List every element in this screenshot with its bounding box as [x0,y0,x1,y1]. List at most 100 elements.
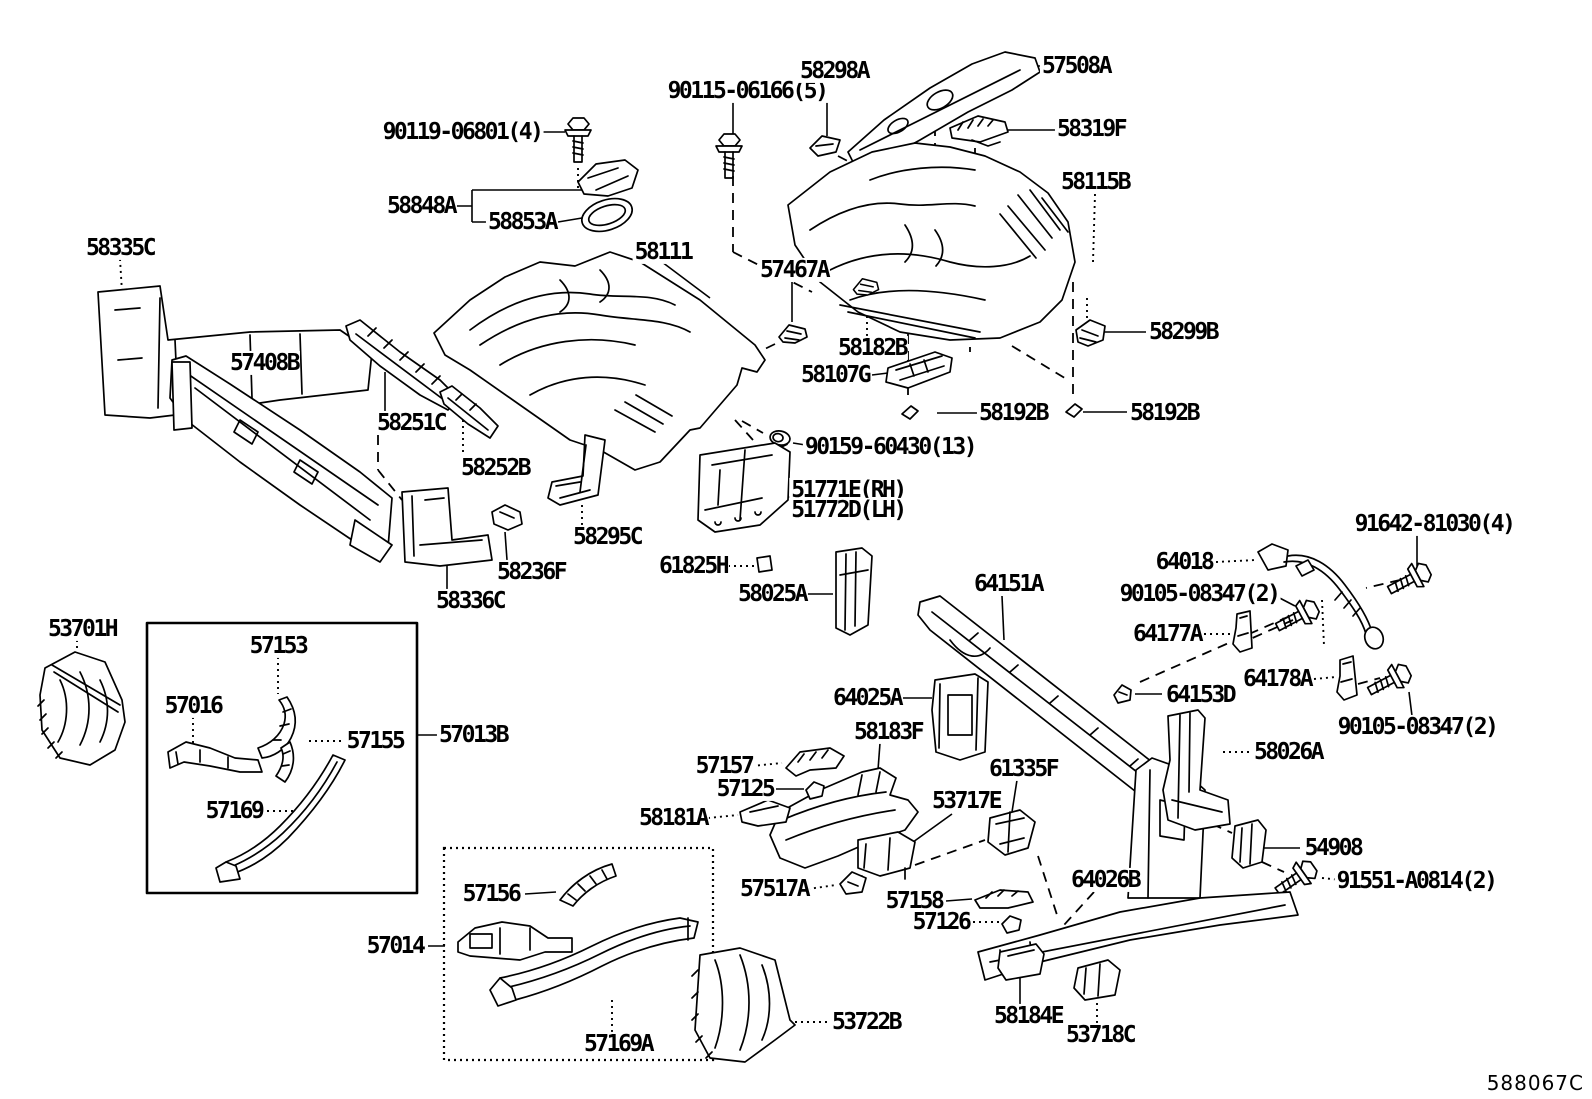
part-label-57157: 57157 [693,752,755,779]
part-label-58192B-L: 58192B [976,399,1050,426]
part-53701H-panel [37,651,126,766]
part-64025A-bracket [931,673,989,761]
part-61335F-bracket [987,809,1036,856]
part-label-61335F: 61335F [986,755,1060,782]
part-57158-reinforcement [974,889,1034,909]
part-58184E-bracket [997,943,1045,981]
part-57408B-crossmember [169,355,393,563]
part-label-58025A: 58025A [735,580,809,607]
part-58025A-bracket [835,547,873,636]
part-label-90105-08347-2-top: 90105-08347(2) [1117,580,1281,607]
part-label-58183F: 58183F [851,718,925,745]
part-label-64025A: 64025A [830,684,904,711]
part-58295C-bracket [547,434,606,506]
part-label-64178A: 64178A [1240,665,1314,692]
part-label-57014: 57014 [364,932,426,959]
bolt-90115-06166 [715,133,743,179]
part-label-57153: 57153 [247,632,309,659]
bolt-91642-81030 [1382,557,1436,603]
part-label-57508A: 57508A [1039,52,1113,79]
part-64153D-clip [1113,684,1132,704]
part-label-58107G: 58107G [798,361,872,388]
part-label-64153D: 64153D [1163,681,1237,708]
part-label-57169: 57169 [203,797,265,824]
part-label-57156: 57156 [460,880,522,907]
part-label-64177A: 64177A [1130,620,1204,647]
part-58236F-clip [491,504,523,531]
part-53717E-bracket [857,831,916,887]
part-57157-reinforcement [785,747,845,777]
part-label-53701H: 53701H [45,615,119,642]
part-label-58319F: 58319F [1054,115,1128,142]
bolt-90119-06801 [564,117,592,163]
part-label-51772D-LH: 51772D(LH) [789,496,907,523]
part-label-57467A: 57467A [757,256,831,283]
part-57125-clip [805,781,825,800]
part-label-57155: 57155 [344,727,406,754]
part-label-58236F: 58236F [494,558,568,585]
part-label-58335C: 58335C [83,234,157,261]
part-58111-floor-pan-front [433,251,766,471]
part-53718C-bracket [1073,959,1121,1001]
part-label-58252B: 58252B [458,454,532,481]
part-57467A-clip [778,324,808,344]
part-58115B-floor-pan-rear [787,142,1076,341]
part-label-91642-81030-4: 91642-81030(4) [1352,510,1516,537]
part-58298A-clip [809,135,841,157]
part-label-58295C: 58295C [570,523,644,550]
part-61825H-clip [756,555,773,573]
part-58192B-clip-left [901,405,919,420]
part-label-57169A: 57169A [581,1030,655,1057]
part-label-58181A: 58181A [636,804,710,831]
part-label-57126: 57126 [910,908,972,935]
part-58319F-plate [949,115,1009,147]
part-label-90159-60430-13: 90159-60430(13) [802,433,978,460]
part-label-58853A: 58853A [485,208,559,235]
group-box-57013B [145,621,419,895]
part-57517A-clip [839,871,867,895]
part-label-53722B: 53722B [829,1008,903,1035]
part-label-58192B-R: 58192B [1127,399,1201,426]
part-label-58299B: 58299B [1146,318,1220,345]
part-58181A-plate [739,799,791,827]
part-53722B-panel [691,947,796,1063]
part-label-90119-06801-4: 90119-06801(4) [380,118,544,145]
part-label-53717E: 53717E [929,787,1003,814]
bolt-90105-08347-btm [1362,658,1416,704]
part-label-58026A: 58026A [1251,738,1325,765]
part-label-58115B: 58115B [1058,168,1132,195]
part-label-57013B: 57013B [436,721,510,748]
drawing-number: 588067C [1486,1071,1584,1095]
part-label-57408B: 57408B [227,349,301,376]
part-label-57125: 57125 [714,775,776,802]
part-58252B-reinforcement [439,385,499,439]
part-64178A-bracket [1336,655,1358,701]
part-label-58111: 58111 [632,238,694,265]
part-label-58182B: 58182B [835,334,909,361]
part-58192B-clip-right [1065,403,1083,418]
part-64151A-side-member [917,595,1176,801]
part-label-58251C: 58251C [374,409,448,436]
part-label-61825H: 61825H [656,552,730,579]
part-label-58336C: 58336C [433,587,507,614]
part-51771E-51772D-wheelhouse [697,442,791,533]
part-label-64026B: 64026B [1068,866,1142,893]
part-label-91551-A0814-2: 91551-A0814(2) [1334,867,1498,894]
part-58299B-clip [1075,319,1106,347]
part-label-90105-08347-2-btm: 90105-08347(2) [1335,713,1499,740]
part-58853A-gasket [580,197,634,233]
part-57126-clip [1001,915,1022,934]
part-label-57016: 57016 [162,692,224,719]
part-label-58848A: 58848A [384,192,458,219]
part-58107G-support [885,351,953,389]
part-label-53718C: 53718C [1063,1021,1137,1048]
part-58848A-support [577,159,639,197]
part-label-58298A: 58298A [797,57,871,84]
part-label-64151A: 64151A [971,570,1045,597]
part-label-57158: 57158 [883,887,945,914]
group-box-57014 [442,846,715,1062]
part-label-54908: 54908 [1302,834,1364,861]
part-64018-cable [1257,543,1385,650]
